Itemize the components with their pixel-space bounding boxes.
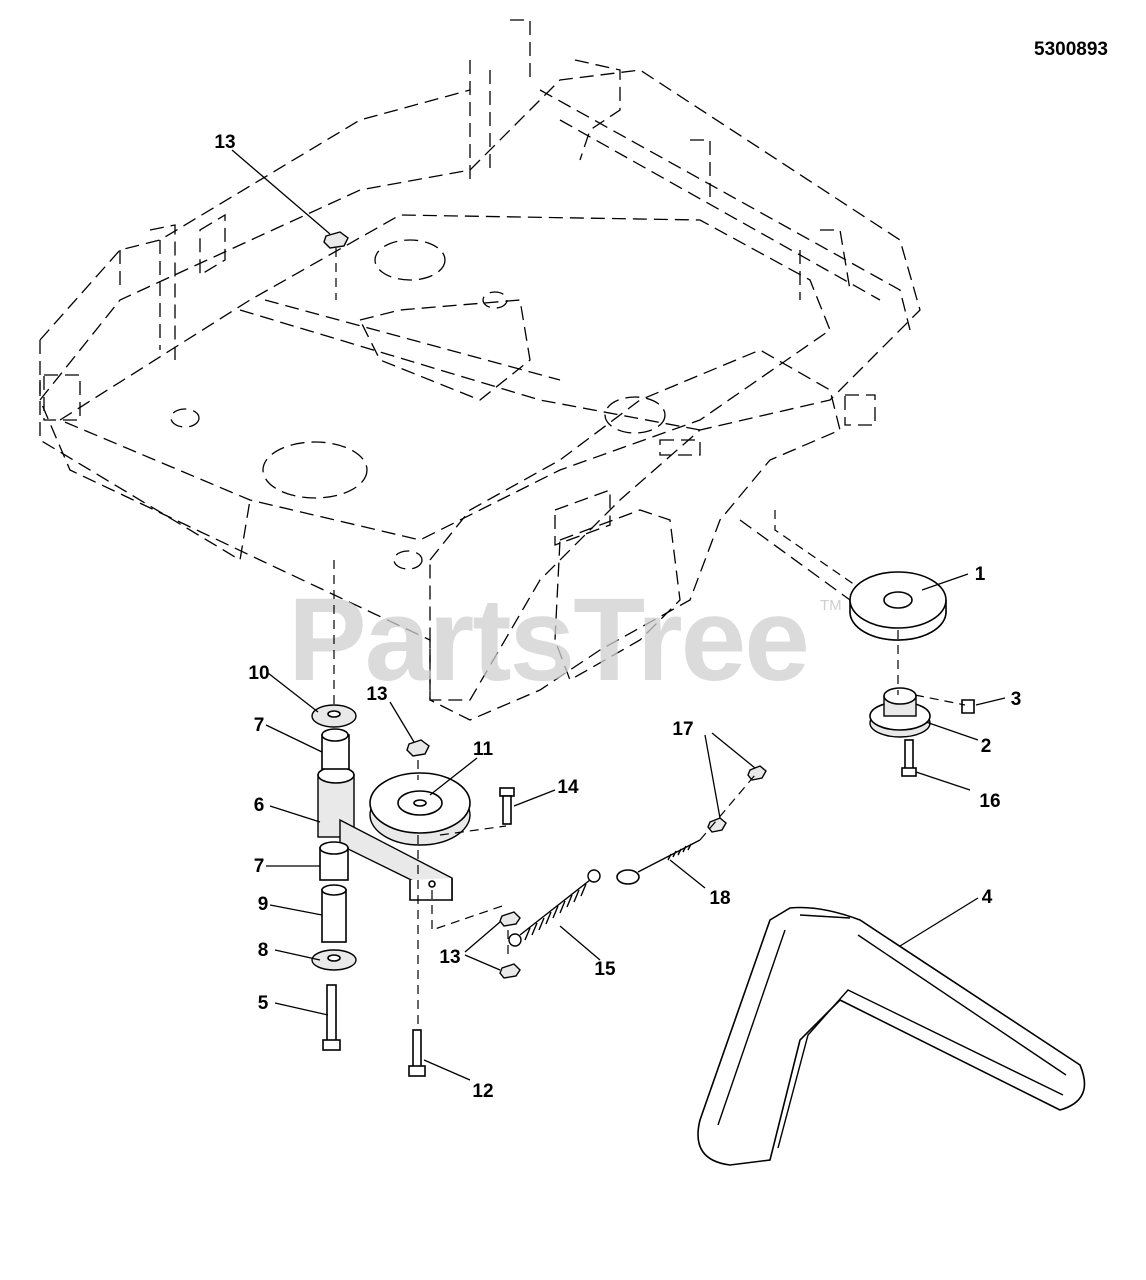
part-13-nut-spring-upper	[499, 911, 521, 927]
leader-lines	[231, 149, 1006, 1081]
callout-11: 11	[473, 739, 494, 760]
mower-frame	[39, 19, 921, 721]
callout-13-spring: 13	[439, 947, 460, 968]
part-6-idler-arm	[317, 766, 453, 902]
part-11-idler-pulley	[369, 772, 471, 846]
callout-8: 8	[258, 940, 269, 961]
part-18-eyebolt	[616, 839, 701, 885]
callout-17: 17	[672, 719, 693, 740]
callout-7-upper: 7	[254, 715, 265, 736]
callout-labels: 13 1 3 2 16 4 10 7 6 7 9 8 5 13 11 14 17…	[214, 132, 1021, 1102]
callout-15: 15	[594, 959, 616, 980]
part-5-pivot-bolt	[322, 984, 341, 1051]
watermark: PartsTree TM	[288, 574, 842, 706]
callout-13-pulley: 13	[366, 684, 387, 705]
part-14-bolt	[499, 787, 515, 825]
callout-5: 5	[258, 993, 269, 1014]
callout-10: 10	[248, 663, 269, 684]
callout-14: 14	[557, 777, 579, 798]
part-17-nut-a	[707, 817, 727, 833]
part-13-nut-top	[323, 231, 349, 249]
part-15-spring	[508, 869, 601, 947]
callout-3: 3	[1011, 689, 1022, 710]
callout-9: 9	[258, 894, 269, 915]
callout-13-top: 13	[214, 132, 235, 153]
callout-6: 6	[254, 795, 265, 816]
part-13-nut-spring-lower	[499, 963, 521, 979]
watermark-text: PartsTree	[288, 574, 808, 706]
part-13-nut-pulley	[406, 739, 430, 757]
part-12-bolt	[408, 1029, 426, 1077]
part-2-hub	[869, 687, 931, 738]
part-17-nut-b	[747, 765, 767, 781]
watermark-trademark: TM	[820, 597, 842, 614]
part-7-bushing-lower	[319, 841, 349, 881]
callout-2: 2	[981, 736, 992, 757]
part-10-washer	[311, 704, 357, 728]
document-id: 5300893	[1034, 39, 1108, 60]
callout-12: 12	[472, 1081, 493, 1102]
callout-7-lower: 7	[254, 856, 265, 877]
callout-4: 4	[982, 887, 993, 908]
part-3-key	[961, 699, 975, 714]
part-1-pulley	[849, 571, 947, 641]
part-7-bushing-upper	[321, 728, 350, 770]
callout-1: 1	[975, 564, 986, 585]
callout-16: 16	[979, 791, 1000, 812]
assembly-lines	[333, 248, 966, 1025]
part-16-bolt	[901, 739, 917, 777]
part-8-washer	[311, 949, 357, 971]
callout-18: 18	[709, 888, 730, 909]
part-9-spacer	[321, 884, 347, 943]
part-4-belt	[697, 906, 1086, 1166]
